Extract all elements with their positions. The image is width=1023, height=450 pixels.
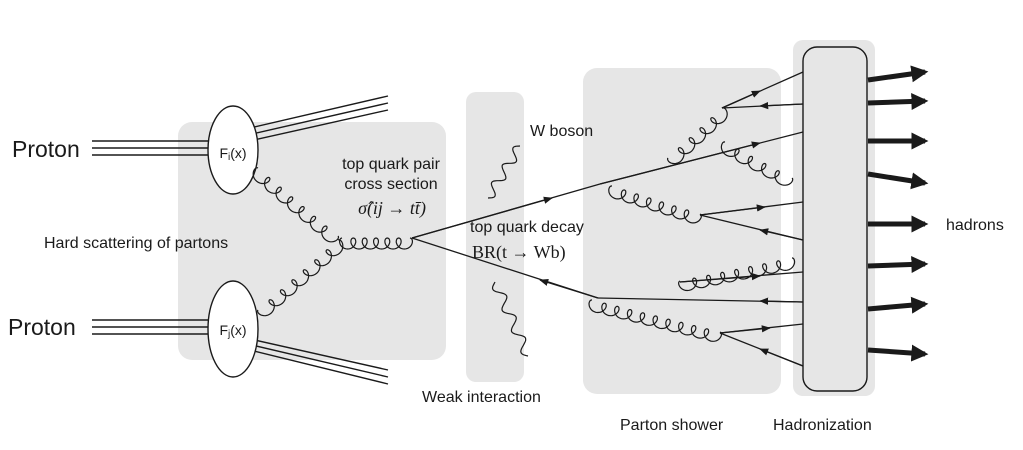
shower-gluon-5	[677, 257, 796, 292]
fermion-lines	[411, 71, 804, 367]
pdf-j-ellipse	[207, 280, 259, 378]
cross-section-formula: σ̂(ij → tt̄)	[358, 198, 426, 219]
hadron-arrow	[867, 296, 929, 314]
proton-top-label: Proton	[12, 136, 80, 162]
parton-shower-region	[583, 68, 781, 394]
hadronization-label: Hadronization	[773, 417, 872, 434]
parton-shower-label: Parton shower	[620, 417, 724, 434]
antitop-quark-arrow	[539, 278, 599, 299]
hard-scattering-label: Hard scattering of partons	[44, 235, 228, 252]
hadron-arrow	[867, 92, 929, 110]
shower-gluon-2	[667, 107, 728, 165]
hadron-arrow	[867, 255, 929, 273]
shower-gluon-4	[588, 299, 722, 342]
cross-section-title-1: top quark pair	[342, 156, 441, 173]
w-boson-lines	[487, 145, 529, 357]
pdf-j: Fj(x)	[207, 280, 259, 378]
proton-beams	[92, 95, 389, 385]
b-quark-top-arrow	[599, 141, 761, 185]
top-decay-label: top quark decay	[470, 219, 584, 236]
b-quark-bottom-arrow	[759, 297, 804, 305]
hadrons-label: hadrons	[946, 217, 1004, 234]
shower-gluon-1	[608, 185, 702, 224]
hadron-arrow	[867, 344, 929, 362]
w-boson-top	[487, 145, 521, 199]
top-decay-formula: BR(t → Wb)	[472, 242, 566, 263]
regions	[178, 40, 875, 396]
hadron-arrow	[867, 65, 929, 83]
weak-interaction-label: Weak interaction	[422, 389, 541, 406]
proton-bottom-label: Proton	[8, 314, 76, 340]
hadron-arrows	[867, 65, 929, 362]
w-boson-label: W boson	[530, 123, 593, 140]
hadron-arrow	[867, 171, 929, 190]
w-boson-bottom	[491, 281, 529, 357]
pdf-i-ellipse	[207, 105, 259, 195]
incoming-gluon-top	[252, 167, 340, 243]
pdf-i: Fi(x)	[207, 105, 259, 195]
cross-section-title-2: cross section	[344, 176, 437, 193]
incoming-gluon-bottom	[257, 239, 344, 317]
weak-interaction-region	[466, 92, 524, 382]
pdf-j-label: Fj(x)	[219, 322, 246, 340]
propagator-gluon	[339, 237, 413, 250]
pdf-i-label: Fi(x)	[219, 145, 246, 163]
hadronization-box	[802, 46, 868, 392]
top-quark-arrow-1	[411, 196, 553, 239]
gluon-lines	[252, 107, 796, 342]
shower-gluon-3	[720, 141, 794, 186]
